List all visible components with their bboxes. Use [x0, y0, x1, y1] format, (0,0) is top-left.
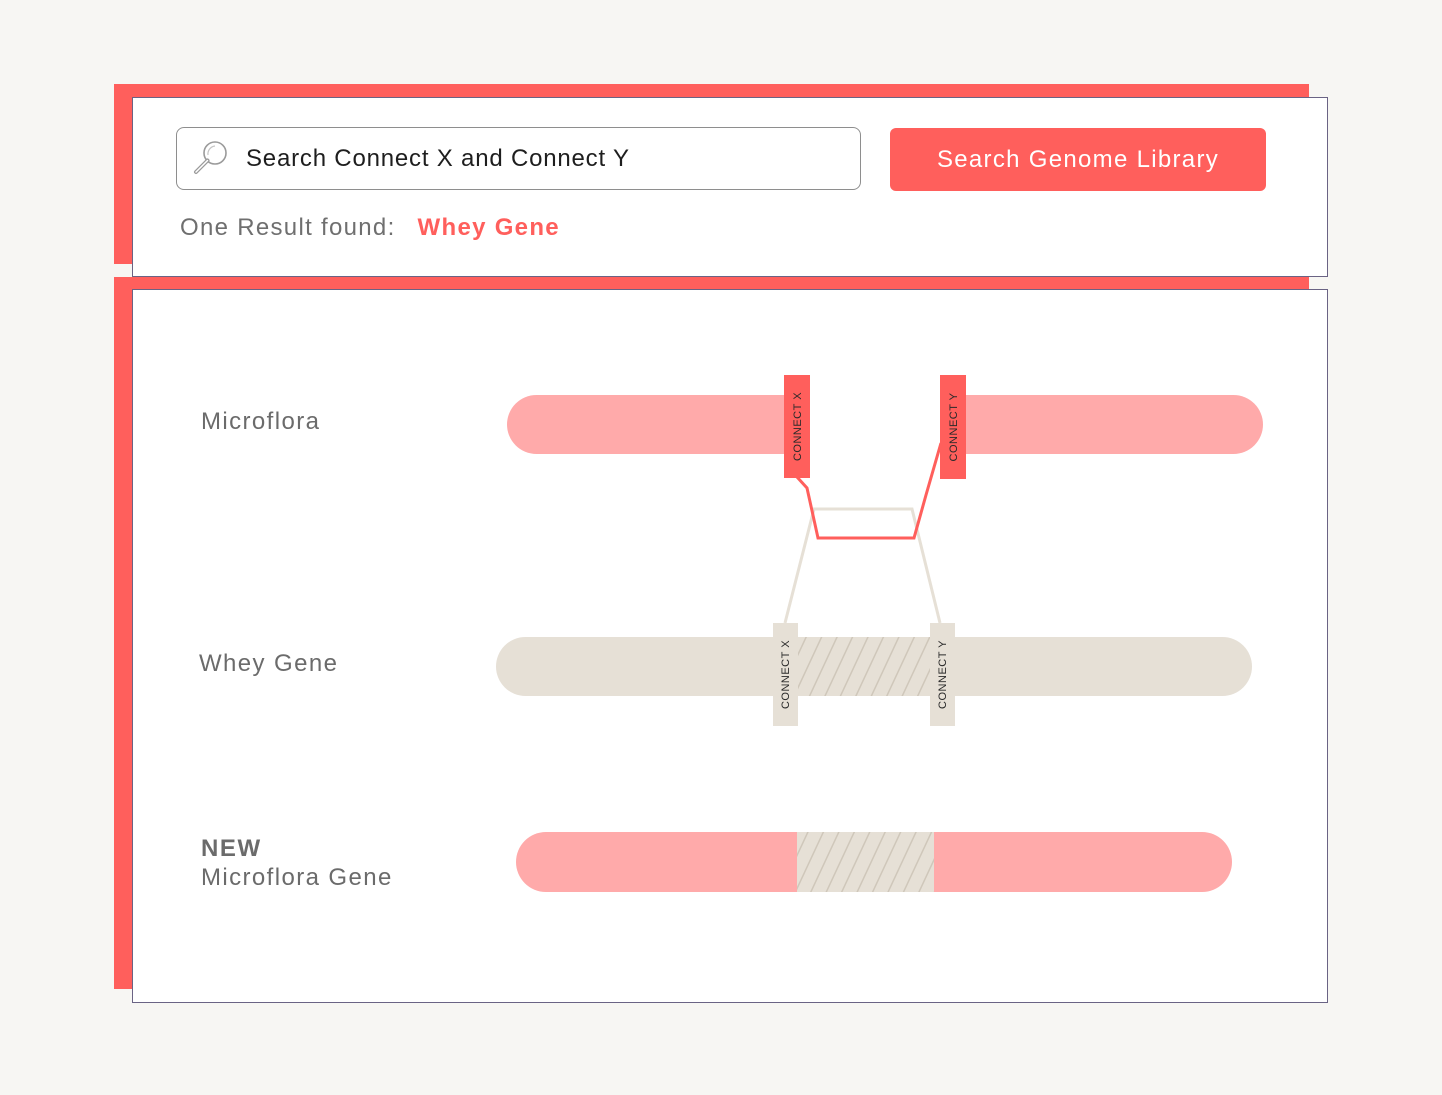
whey-connect-x-label: CONNECT X [780, 640, 792, 709]
new-gene-inserted-segment [797, 832, 934, 892]
microflora-connect-x-marker [784, 375, 810, 478]
magnifier-icon [194, 141, 227, 174]
microflora-connect-y-label: CONNECT Y [948, 392, 960, 461]
microflora-label: Microflora [201, 408, 321, 435]
whey-connect-y-label: CONNECT Y [937, 640, 949, 709]
search-result-row: One Result found: Whey Gene [180, 214, 560, 242]
result-prefix: One Result found: [180, 214, 396, 241]
search-input[interactable]: Search Connect X and Connect Y [176, 127, 861, 190]
whey-gene-label: Whey Gene [199, 650, 339, 677]
microflora-connect-y-marker [940, 375, 966, 479]
new-tag: NEW [201, 835, 262, 862]
search-query-text: Search Connect X and Connect Y [246, 145, 630, 172]
search-panel-accent-top [114, 84, 1309, 98]
microflora-gene-label: Microflora Gene [201, 864, 393, 891]
microflora-splice-line [795, 442, 943, 540]
whey-connect-x-marker [773, 623, 798, 726]
result-whey-gene-link[interactable]: Whey Gene [417, 214, 560, 241]
search-panel-accent-left [114, 84, 133, 264]
whey-connect-y-marker [930, 623, 955, 726]
whey-gene-hatched-segment [797, 637, 932, 696]
whey-splice-outline [783, 507, 942, 624]
diagram-panel: Microflora Whey Gene NEW Microflora Gene… [132, 289, 1328, 1003]
diagram-panel-accent-top [114, 277, 1309, 290]
diagram-panel-accent-left [114, 277, 133, 989]
microflora-connect-x-label: CONNECT X [792, 392, 804, 461]
gene-splice-diagram: CONNECT X CONNECT Y CONNECT X CONNECT Y [496, 375, 1263, 892]
search-genome-library-button[interactable]: Search Genome Library [890, 128, 1266, 191]
microflora-bar-left [507, 395, 807, 454]
search-panel: Search Connect X and Connect Y Search Ge… [132, 97, 1328, 277]
microflora-bar-right [941, 395, 1263, 454]
